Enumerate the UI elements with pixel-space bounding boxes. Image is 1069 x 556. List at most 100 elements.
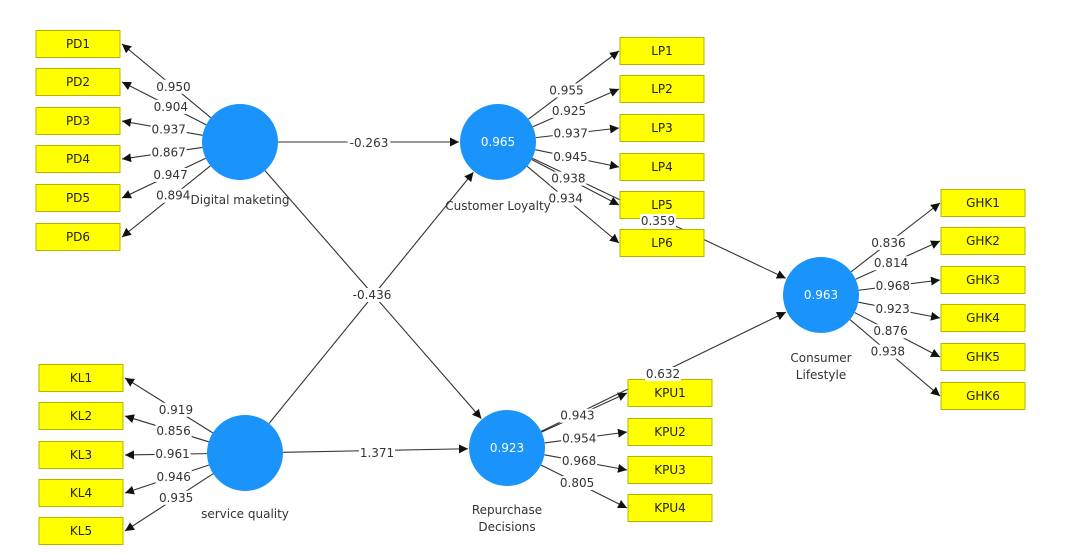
indicator-pd5[interactable]: PD5 bbox=[35, 184, 121, 212]
loading-value: 0.856 bbox=[156, 424, 190, 438]
indicator-lp3[interactable]: LP3 bbox=[619, 114, 705, 142]
indicator-label: GHK1 bbox=[966, 196, 1000, 210]
indicator-label: LP4 bbox=[651, 160, 673, 174]
indicator-kpu3[interactable]: KPU3 bbox=[627, 456, 713, 484]
loading-value: 0.934 bbox=[549, 192, 583, 206]
loading-value: 0.867 bbox=[151, 145, 185, 159]
construct-name: Consumer bbox=[790, 351, 851, 365]
loading-value: 0.950 bbox=[156, 80, 190, 94]
loading-value: 0.937 bbox=[554, 127, 588, 141]
indicator-kl2[interactable]: KL2 bbox=[38, 402, 124, 430]
construct-circle bbox=[460, 104, 536, 180]
indicator-label: KPU3 bbox=[654, 463, 686, 477]
loading-value-bg bbox=[157, 402, 194, 417]
indicator-kl5[interactable]: KL5 bbox=[38, 517, 124, 545]
loading-value: 0.968 bbox=[876, 279, 910, 293]
loading-value-bg bbox=[152, 99, 189, 114]
indicator-label: LP1 bbox=[651, 44, 673, 58]
construct-name: Decisions bbox=[478, 520, 535, 534]
indicator-lp5[interactable]: LP5 bbox=[619, 191, 705, 219]
indicator-box bbox=[619, 114, 705, 142]
loading-value-bg bbox=[559, 476, 596, 491]
loading-value-bg bbox=[155, 423, 192, 438]
indicator-kpu1[interactable]: KPU1 bbox=[627, 379, 713, 407]
indicator-label: GHK5 bbox=[966, 350, 1000, 364]
loading-value-bg bbox=[869, 344, 906, 359]
loading-value-bg bbox=[150, 145, 187, 160]
loading-value: 0.945 bbox=[553, 150, 587, 164]
indicator-box bbox=[35, 145, 121, 173]
indicator-label: LP6 bbox=[651, 236, 673, 250]
loading-value: 0.904 bbox=[154, 100, 188, 114]
construct-circle bbox=[783, 257, 859, 333]
indicator-label: KL4 bbox=[70, 486, 92, 500]
indicator-kl4[interactable]: KL4 bbox=[38, 479, 124, 507]
loading-value-bg bbox=[552, 126, 589, 141]
indicator-label: KPU1 bbox=[654, 386, 686, 400]
indicator-kl3[interactable]: KL3 bbox=[38, 441, 124, 469]
loading-value: 0.937 bbox=[152, 122, 186, 136]
indicator-label: GHK3 bbox=[966, 273, 1000, 287]
path-coefficient: -0.263 bbox=[350, 136, 389, 150]
path-coefficient-bg bbox=[640, 214, 676, 228]
loading-value-bg bbox=[552, 149, 589, 164]
indicator-box bbox=[38, 364, 124, 392]
indicator-box bbox=[35, 30, 121, 58]
indicator-ghk2[interactable]: GHK2 bbox=[940, 227, 1026, 255]
indicator-kpu4[interactable]: KPU4 bbox=[627, 494, 713, 522]
construct-dm[interactable]: Digital maketing bbox=[191, 104, 290, 207]
indicator-box bbox=[35, 223, 121, 251]
indicator-box bbox=[940, 227, 1026, 255]
indicator-pd4[interactable]: PD4 bbox=[35, 145, 121, 173]
indicator-pd2[interactable]: PD2 bbox=[35, 68, 121, 96]
indicator-box bbox=[619, 75, 705, 103]
loading-value-bg bbox=[155, 79, 192, 94]
indicator-lp2[interactable]: LP2 bbox=[619, 75, 705, 103]
indicator-label: GHK4 bbox=[966, 311, 1000, 325]
indicator-box bbox=[35, 68, 121, 96]
indicator-ghk1[interactable]: GHK1 bbox=[940, 189, 1026, 217]
indicator-box bbox=[619, 37, 705, 65]
loading-value: 0.947 bbox=[153, 168, 187, 182]
indicator-lp6[interactable]: LP6 bbox=[619, 229, 705, 257]
indicator-label: LP3 bbox=[651, 121, 673, 135]
loading-value: 0.943 bbox=[560, 409, 594, 423]
indicator-ghk4[interactable]: GHK4 bbox=[940, 304, 1026, 332]
indicator-ghk6[interactable]: GHK6 bbox=[940, 382, 1026, 410]
indicator-box bbox=[35, 107, 121, 135]
indicator-pd3[interactable]: PD3 bbox=[35, 107, 121, 135]
r-squared-value: 0.963 bbox=[804, 288, 838, 302]
indicator-ghk3[interactable]: GHK3 bbox=[940, 266, 1026, 294]
loading-value: 0.923 bbox=[875, 302, 909, 316]
indicator-lp4[interactable]: LP4 bbox=[619, 153, 705, 181]
loading-value-bg bbox=[550, 171, 587, 186]
construct-sq[interactable]: service quality bbox=[201, 415, 289, 521]
r-squared-value: 0.965 bbox=[481, 135, 515, 149]
loading-value: 0.968 bbox=[562, 454, 596, 468]
loading-value: 0.961 bbox=[155, 447, 189, 461]
loading-value: 0.836 bbox=[871, 236, 905, 250]
indicator-label: KPU4 bbox=[654, 501, 686, 515]
indicator-pd6[interactable]: PD6 bbox=[35, 223, 121, 251]
indicator-box bbox=[38, 479, 124, 507]
indicator-pd1[interactable]: PD1 bbox=[35, 30, 121, 58]
path-coefficient: 1.371 bbox=[360, 446, 394, 460]
indicator-label: KL2 bbox=[70, 409, 92, 423]
indicator-kpu2[interactable]: KPU2 bbox=[627, 418, 713, 446]
r-squared-value: 0.923 bbox=[490, 441, 524, 455]
indicator-kl1[interactable]: KL1 bbox=[38, 364, 124, 392]
construct-circle bbox=[469, 410, 545, 486]
loading-value-bg bbox=[870, 235, 907, 250]
indicator-label: KL1 bbox=[70, 371, 92, 385]
indicator-lp1[interactable]: LP1 bbox=[619, 37, 705, 65]
loading-value: 0.955 bbox=[549, 84, 583, 98]
loading-value: 0.876 bbox=[873, 324, 907, 338]
indicator-box bbox=[35, 184, 121, 212]
indicator-label: PD5 bbox=[66, 191, 90, 205]
indicator-ghk5[interactable]: GHK5 bbox=[940, 343, 1026, 371]
indicator-label: GHK6 bbox=[966, 389, 1000, 403]
